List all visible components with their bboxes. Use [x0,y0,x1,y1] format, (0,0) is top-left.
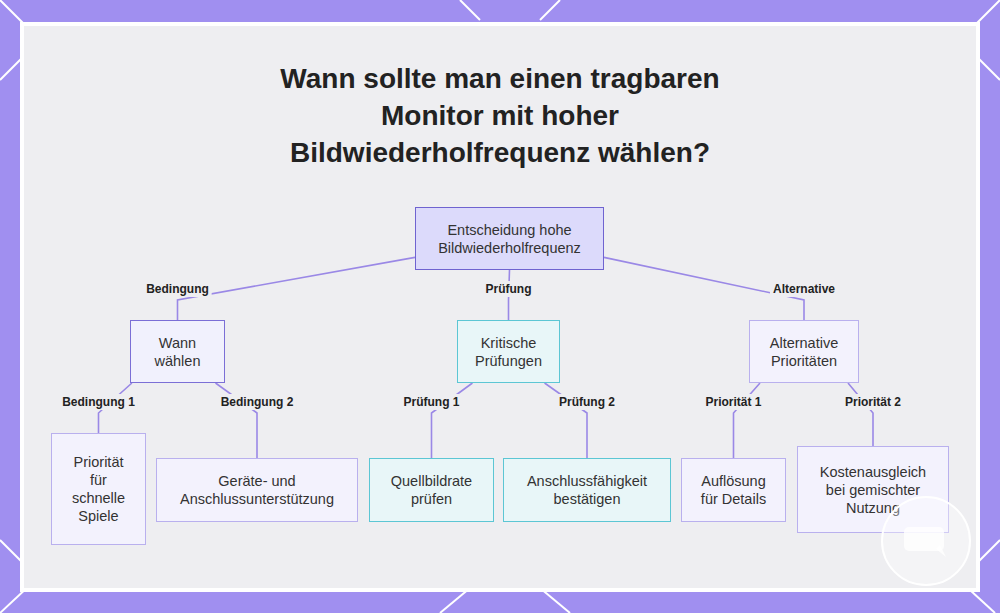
connector-line [178,257,416,320]
leaf-box: Auflösung für Details [681,458,786,522]
edge-label: Alternative [770,281,838,297]
node-text: Kritische Prüfungen [470,334,547,370]
edge-label: Prüfung 2 [556,394,618,410]
node-text: Anschlussfähigkeit bestätigen [516,472,658,508]
edge-label: Prüfung [483,281,535,297]
leaf-box: Anschlussfähigkeit bestätigen [503,458,671,522]
edge-label: Bedingung [143,281,212,297]
category-box: Alternative Prioritäten [749,320,859,383]
leaf-box: Geräte- und Anschlussunterstützung [156,458,358,522]
edge-label: Prüfung 1 [401,394,463,410]
node-text: Entscheidung hohe Bildwiederholfrequenz [428,221,591,257]
node-text: Priorität für schnelle Spiele [64,453,133,525]
edge-label: Bedingung 1 [59,394,138,410]
node-text: Geräte- und Anschlussunterstützung [169,472,345,508]
leaf-box: Quellbildrate prüfen [369,458,494,522]
root-box: Entscheidung hohe Bildwiederholfrequenz [415,207,604,270]
edge-label: Priorität 2 [842,394,904,410]
node-text: Wann wählen [143,334,212,370]
watermark-icon [880,495,972,587]
leaf-box: Priorität für schnelle Spiele [51,433,146,545]
node-text: Quellbildrate prüfen [382,472,481,508]
category-box: Wann wählen [130,320,225,383]
connector-line [848,383,873,446]
diagram-title: Wann sollte man einen tragbaren Monitor … [230,60,770,171]
edge-label: Priorität 1 [702,394,764,410]
edge-label: Bedingung 2 [218,394,297,410]
node-text: Alternative Prioritäten [762,334,846,370]
category-box: Kritische Prüfungen [457,320,560,383]
node-text: Auflösung für Details [700,472,767,508]
